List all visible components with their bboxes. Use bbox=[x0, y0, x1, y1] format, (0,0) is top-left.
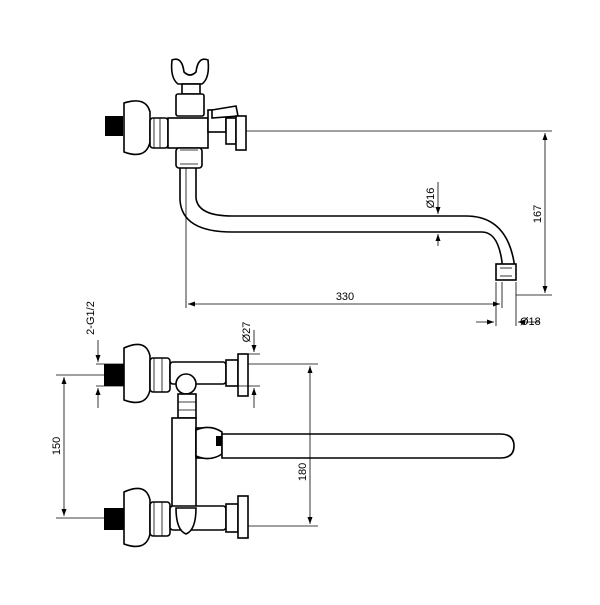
label-total-height: 180 bbox=[297, 463, 309, 481]
label-spout-diameter: Ø16 bbox=[425, 188, 437, 209]
dimension-spout-diameter: Ø16 bbox=[425, 182, 441, 246]
riser-pipe bbox=[175, 373, 197, 419]
dimension-flange-diameter: Ø27 bbox=[238, 322, 260, 408]
shower-holder-top bbox=[170, 58, 210, 117]
dimension-center-distance: 150 bbox=[51, 374, 104, 519]
front-view: 2-G1/2 Ø27 150 180 bbox=[51, 301, 515, 548]
label-height-top: 167 bbox=[532, 205, 544, 223]
dimension-outlet-diameter: Ø18 bbox=[476, 282, 541, 328]
lower-wall-connection bbox=[104, 487, 249, 548]
label-flange-diameter: Ø27 bbox=[241, 322, 253, 343]
wall-flange-top bbox=[105, 100, 169, 156]
dimension-spout-length: 330 bbox=[185, 168, 503, 308]
valve-handle-top bbox=[207, 105, 247, 151]
label-center-distance: 150 bbox=[51, 437, 63, 455]
top-view: 167 Ø16 330 Ø18 bbox=[105, 58, 552, 328]
dimension-height-top: 167 bbox=[246, 130, 552, 296]
upper-wall-connection bbox=[104, 343, 249, 404]
dimension-thread: 2-G1/2 bbox=[85, 301, 124, 408]
mixer-body-front bbox=[171, 417, 223, 511]
label-outlet-diameter: Ø18 bbox=[520, 316, 541, 328]
spout-front bbox=[221, 433, 515, 459]
spout-top bbox=[179, 168, 517, 281]
label-thread: 2-G1/2 bbox=[85, 301, 97, 335]
dimension-total-height: 180 bbox=[248, 363, 318, 527]
label-spout-length: 330 bbox=[336, 291, 354, 303]
mixer-body-top bbox=[167, 117, 209, 169]
